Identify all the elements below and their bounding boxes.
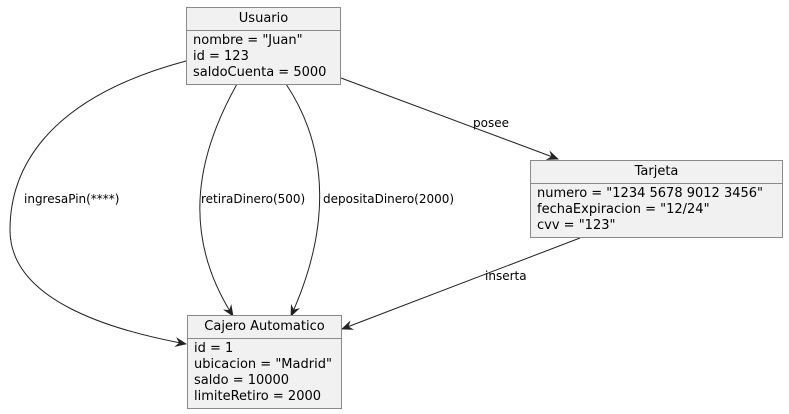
object-cajero-automatico[interactable]: Cajero Automatico id = 1 ubicacion = "Ma… <box>187 315 342 409</box>
object-tarjeta-title: Tarjeta <box>531 161 782 184</box>
attribute-numero: numero = "1234 5678 9012 3456" <box>537 186 764 201</box>
attribute-cvv: cvv = "123" <box>537 218 616 233</box>
attribute-ubicacion: ubicacion = "Madrid" <box>194 357 332 372</box>
label-retiradinero: retiraDinero(500) <box>201 192 306 206</box>
attribute-id: id = 1 <box>194 341 234 356</box>
edge-inserta <box>341 237 581 330</box>
object-usuario[interactable]: Usuario nombre = "Juan" id = 123 saldoCu… <box>186 7 341 85</box>
attribute-limiteretiro: limiteRetiro = 2000 <box>194 389 322 404</box>
object-usuario-attributes: nombre = "Juan" id = 123 saldoCuenta = 5… <box>187 31 340 81</box>
label-inserta: inserta <box>485 269 527 283</box>
object-tarjeta[interactable]: Tarjeta numero = "1234 5678 9012 3456" f… <box>530 160 783 238</box>
object-tarjeta-attributes: numero = "1234 5678 9012 3456" fechaExpi… <box>531 184 782 234</box>
attribute-fechaexpiracion: fechaExpiracion = "12/24" <box>537 202 710 217</box>
object-cajero-attributes: id = 1 ubicacion = "Madrid" saldo = 1000… <box>188 339 341 405</box>
edge-posee <box>340 77 559 160</box>
edge-depositadinero <box>285 83 321 317</box>
attribute-nombre: nombre = "Juan" <box>193 33 303 48</box>
label-posee: posee <box>473 116 509 130</box>
object-usuario-title: Usuario <box>187 8 340 31</box>
attribute-saldo: saldo = 10000 <box>194 373 290 388</box>
edge-ingresapin <box>9 60 187 347</box>
label-ingresapin: ingresaPin(****) <box>24 192 120 206</box>
label-depositadinero: depositaDinero(2000) <box>323 192 455 206</box>
object-cajero-title: Cajero Automatico <box>188 316 341 339</box>
edge-retiradinero <box>199 83 238 317</box>
attribute-saldocuenta: saldoCuenta = 5000 <box>193 65 327 80</box>
attribute-id: id = 123 <box>193 49 249 64</box>
